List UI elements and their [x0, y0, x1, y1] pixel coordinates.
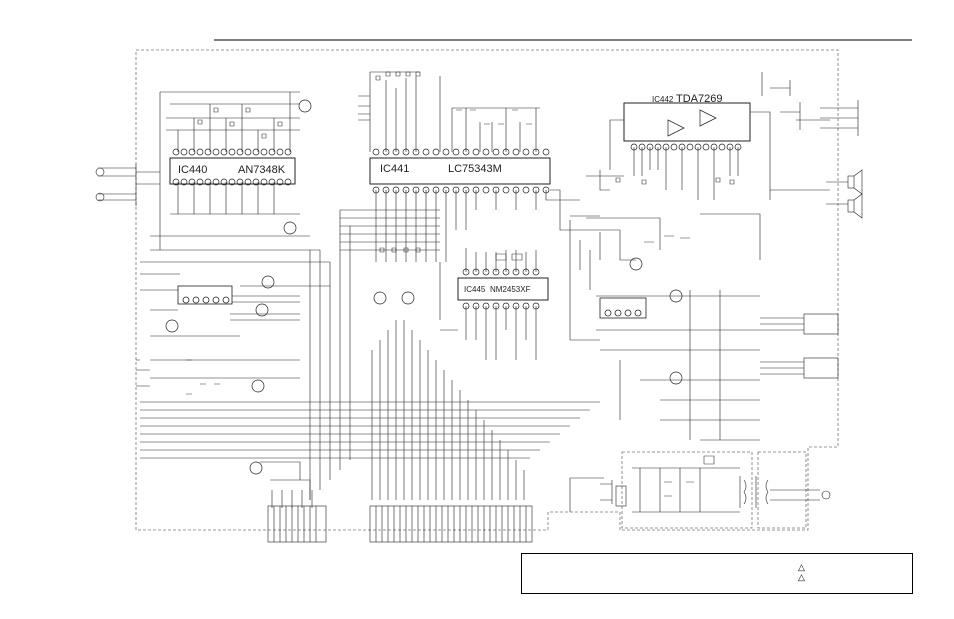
note-box: △ △ [521, 553, 913, 594]
note-warning-mark-1: △ [798, 562, 805, 572]
ic445-block [457, 268, 549, 310]
ic442-name: IC442 [652, 95, 674, 104]
power-board-outline [621, 451, 753, 529]
ic443-block [177, 285, 233, 305]
ic440-part: AN7348K [238, 164, 286, 176]
component-marks [186, 71, 735, 497]
note-warning-marks: △ △ [798, 562, 805, 582]
ic445-part: NM2453XF [490, 285, 531, 294]
wiring [95, 71, 863, 543]
ic442-part: TDA7269 [676, 93, 722, 105]
ic441-name: IC441 [380, 163, 409, 175]
ic442-block [623, 102, 751, 151]
ic446-block [599, 297, 647, 319]
ic441-part: LC75343M [448, 163, 502, 175]
ic440-name: IC440 [178, 164, 207, 176]
ic440-block [169, 148, 296, 186]
note-warning-mark-2: △ [798, 572, 805, 582]
ic445-name: IC445 [464, 285, 486, 294]
